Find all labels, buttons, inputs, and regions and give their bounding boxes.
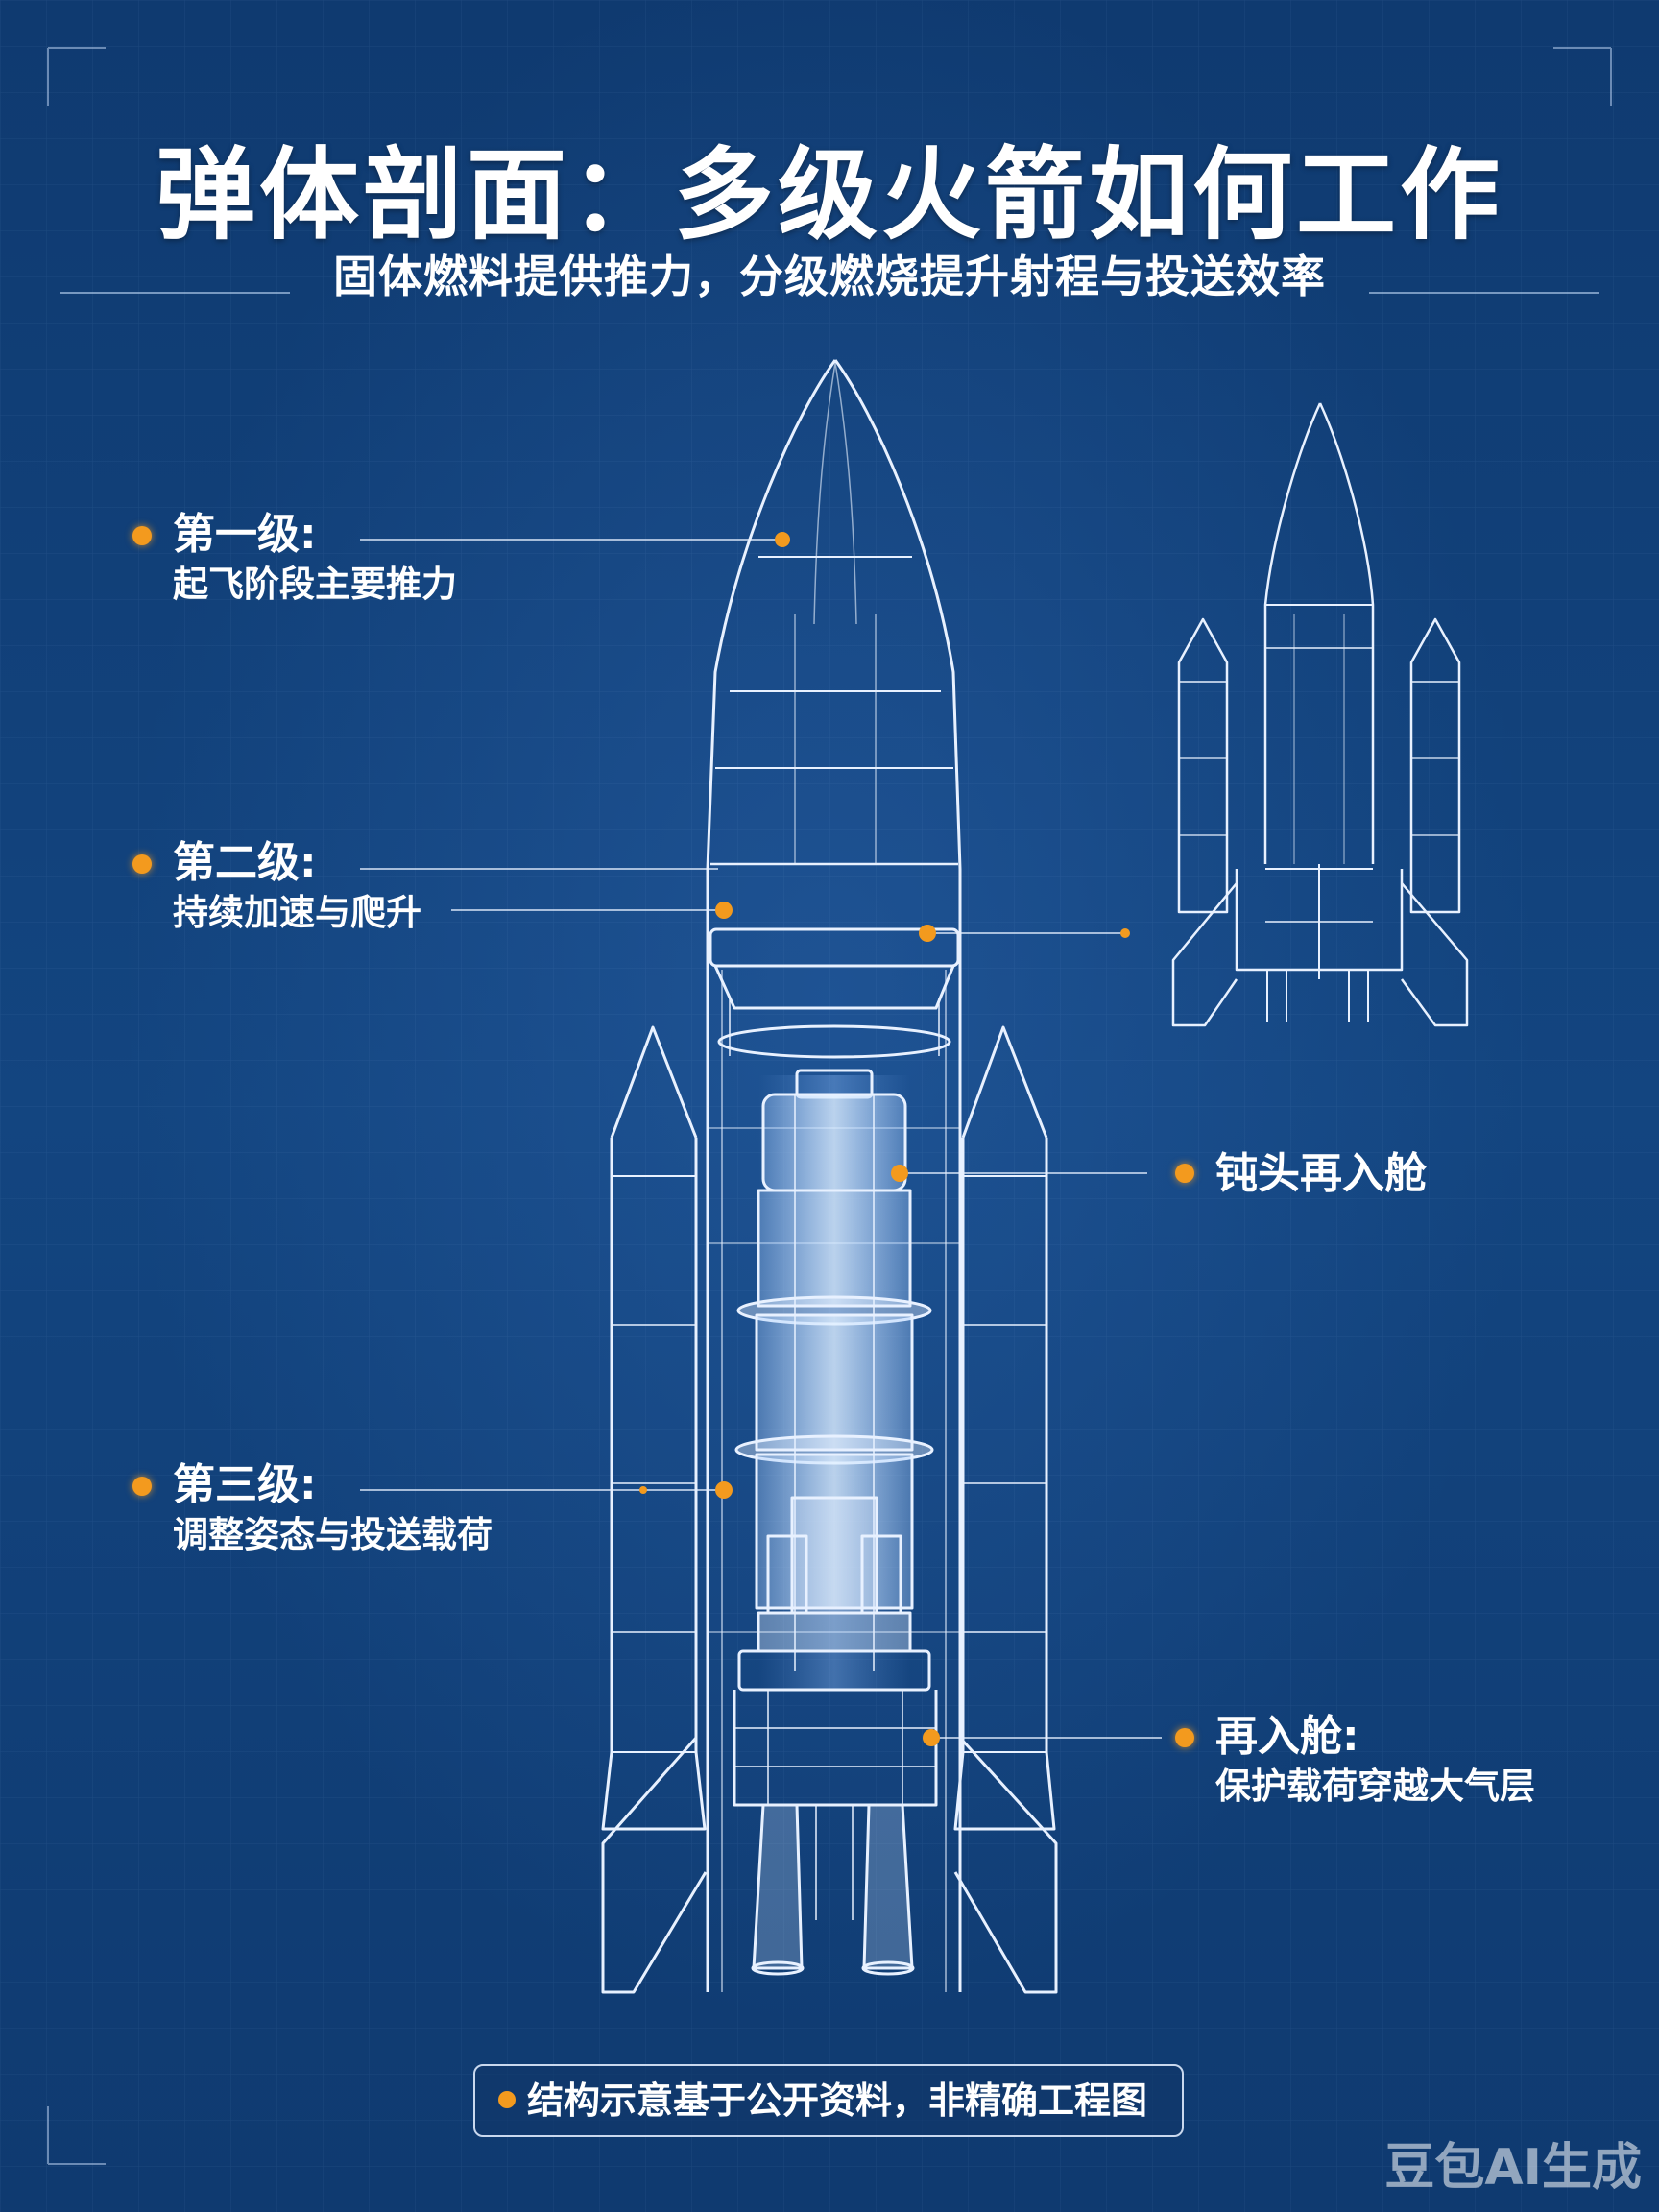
page-subtitle: 固体燃料提供推力，分级燃烧提升射程与投送效率 [333,251,1326,302]
stage3-bullet [132,1477,152,1496]
stage1-label: 第一级: 起飞阶段主要推力 [173,509,457,609]
footnote-bullet [498,2091,516,2108]
reentry-title: 再入舱: [1215,1712,1359,1761]
leader-lines [360,539,1162,1739]
page-title: 弹体剖面：多级火箭如何工作 [155,136,1503,253]
stage3-title: 第三级: [173,1460,317,1509]
callout-dots [639,532,1130,1746]
stage1-desc: 起飞阶段主要推力 [173,564,457,605]
title-rule-left [60,292,290,294]
title-rule-right [1369,292,1599,294]
stage1-title: 第一级: [173,510,317,559]
blunt-reentry-label: 钝头再入舱 [1215,1148,1427,1200]
footnote-text: 结构示意基于公开资料，非精确工程图 [527,2080,1148,2122]
reentry-desc: 保护载荷穿越大气层 [1215,1766,1535,1807]
blunt-reentry-bullet [1175,1164,1194,1183]
footnote-box: 结构示意基于公开资料，非精确工程图 [473,2064,1184,2137]
stage2-desc: 持续加速与爬升 [173,892,421,933]
inner-stages [733,1069,938,1976]
reentry-bullet [1175,1728,1194,1747]
reentry-label: 再入舱: 保护载荷穿越大气层 [1215,1711,1535,1811]
ai-watermark: 豆包AI生成 [1384,2139,1642,2197]
left-booster [601,1025,708,1994]
stage3-label: 第三级: 调整姿态与投送载荷 [173,1459,493,1559]
stage2-bullet [132,854,152,874]
stage2-label: 第二级: 持续加速与爬升 [173,837,421,937]
stage1-bullet [132,526,152,545]
small-rocket [1171,402,1469,1027]
stage2-title: 第二级: [173,838,317,887]
stage3-desc: 调整姿态与投送载荷 [173,1514,493,1555]
right-booster [953,1025,1058,1994]
blunt-reentry-title: 钝头再入舱 [1215,1149,1427,1198]
